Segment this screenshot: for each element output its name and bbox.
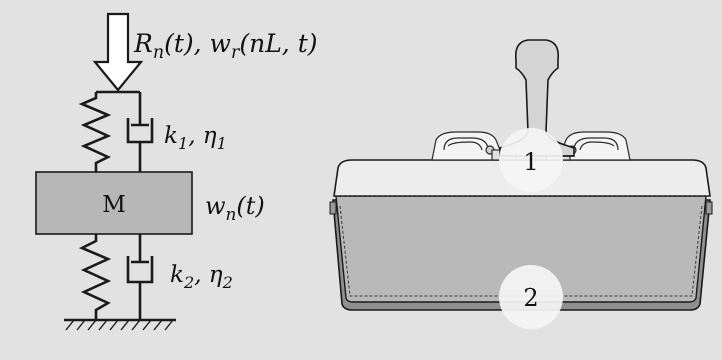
marker-1-label: 1: [523, 148, 538, 176]
load-label: Rn​(t), wr​(nL, t): [133, 29, 318, 63]
marker-2-label: 2: [523, 284, 538, 312]
marker-2-circle: [499, 265, 563, 329]
upper-spring: [78, 92, 112, 172]
mass-block: [35, 171, 193, 235]
mass-label: M: [102, 192, 126, 218]
mass-spring-model: [35, 12, 193, 331]
rail-sleeper-drawing: 1 2: [329, 39, 713, 329]
lower-spring: [78, 234, 112, 320]
sleeper-body: [335, 195, 707, 303]
upper-damper: [126, 92, 154, 172]
load-arrow: [92, 12, 144, 92]
ground: [64, 318, 176, 331]
lower-params-label: k2​, η2​: [170, 262, 233, 292]
displacement-label: wn​(t): [205, 192, 265, 224]
upper-params-label: k1​, η1​: [164, 123, 227, 153]
marker-1-circle: [499, 128, 563, 192]
lower-damper: [126, 234, 154, 320]
